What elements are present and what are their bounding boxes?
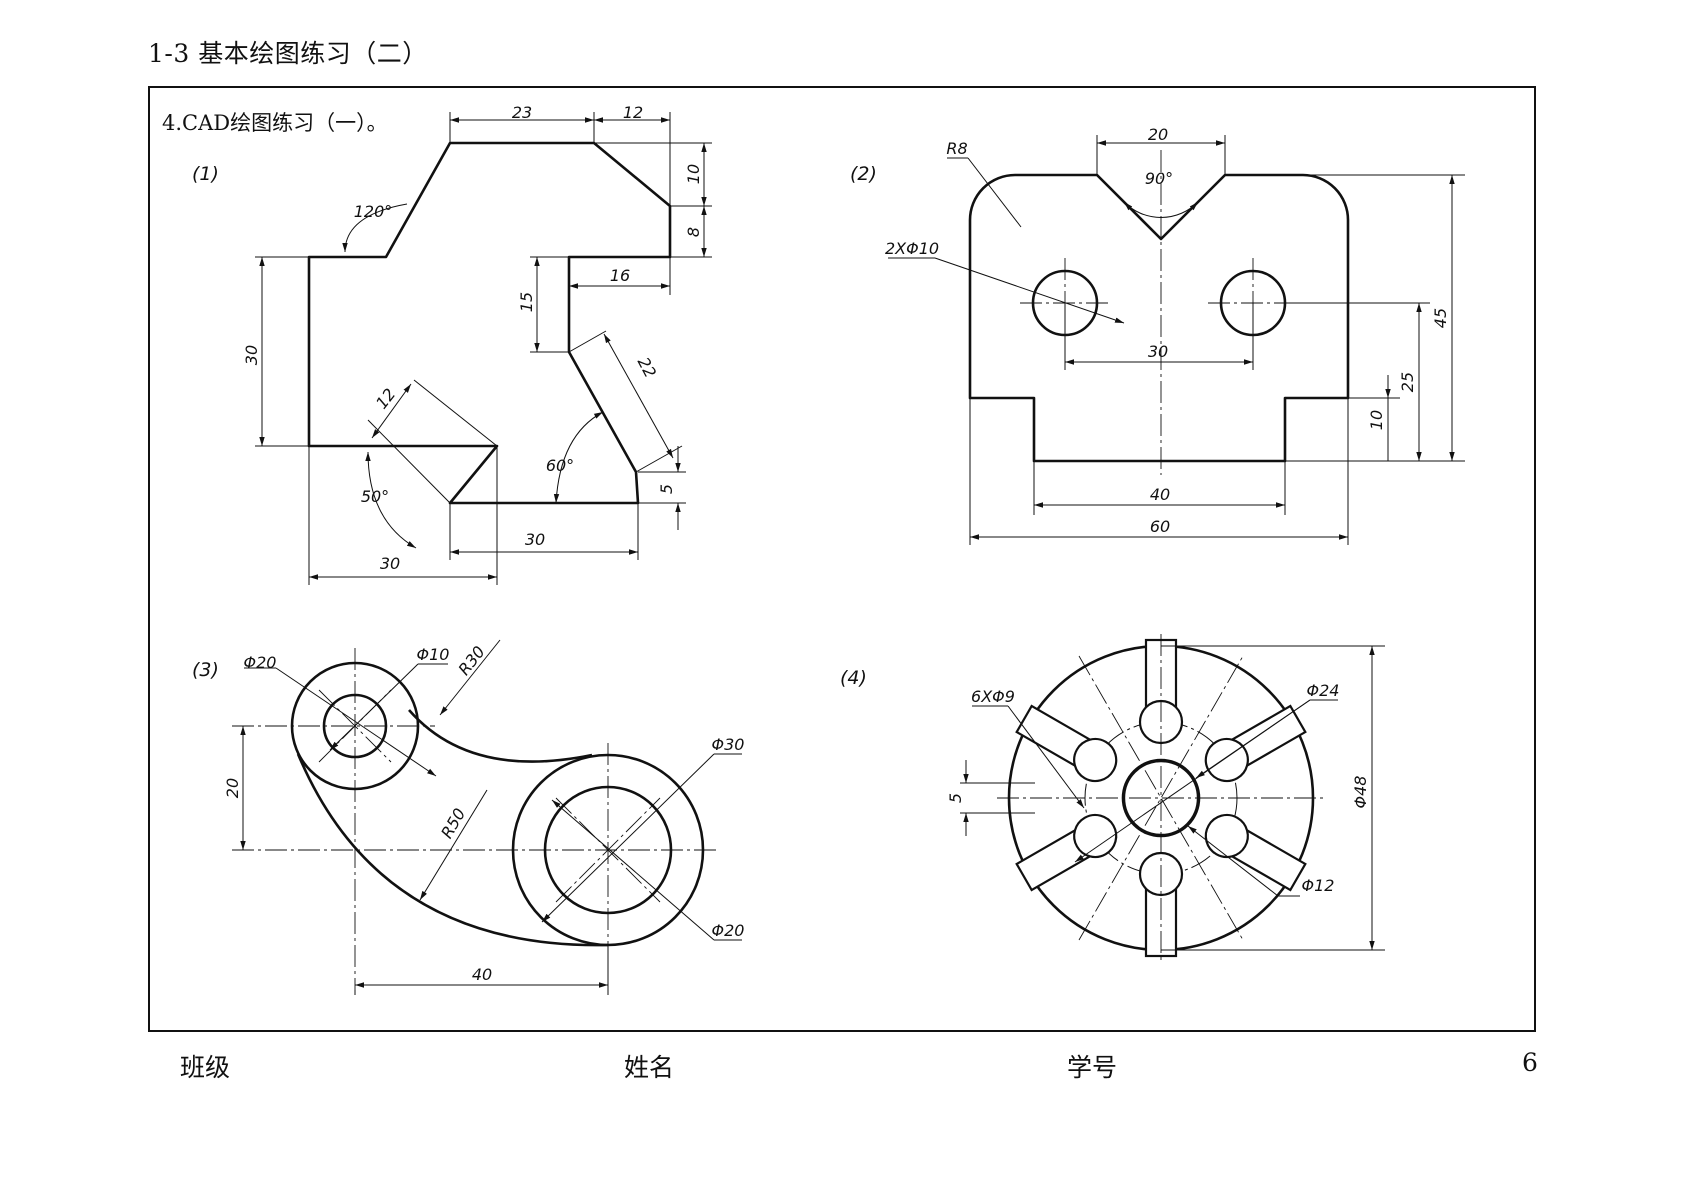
dim-2-40: 40 bbox=[1150, 485, 1170, 504]
dim-1-30-bottom: 30 bbox=[525, 530, 545, 549]
dim-3-phi10: Φ10 bbox=[417, 645, 450, 664]
dim-3-phi20: Φ20 bbox=[244, 653, 277, 672]
dim-1-23: 23 bbox=[512, 103, 532, 122]
task-title: 4.CAD绘图练习（一）。 bbox=[162, 111, 388, 135]
dim-2-30: 30 bbox=[1148, 342, 1168, 361]
dim-3-r30: R30 bbox=[454, 642, 488, 679]
dim-4-5: 5 bbox=[946, 793, 965, 803]
figure-2-outline bbox=[968, 173, 1350, 463]
dim-2-90deg: 90° bbox=[1145, 169, 1173, 188]
figure-1: (1) bbox=[192, 103, 712, 585]
dim-3-phi20-ring: Φ20 bbox=[712, 921, 745, 940]
figure-2-label: (2) bbox=[850, 163, 877, 185]
page-number: 6 bbox=[1522, 1048, 1538, 1077]
dim-2-25: 25 bbox=[1398, 372, 1417, 392]
dim-3-40: 40 bbox=[472, 965, 492, 984]
dim-1-10: 10 bbox=[684, 164, 703, 184]
dim-1-30-left: 30 bbox=[242, 345, 261, 365]
dim-4-6x-phi9: 6XΦ9 bbox=[971, 687, 1015, 706]
dim-2-45: 45 bbox=[1431, 308, 1450, 328]
name-label: 姓名 bbox=[624, 1053, 675, 1082]
dim-1-30-lower: 30 bbox=[380, 554, 400, 573]
class-label: 班级 bbox=[180, 1053, 231, 1082]
dim-1-5: 5 bbox=[657, 484, 676, 494]
dim-2-10: 10 bbox=[1367, 410, 1386, 430]
dim-1-12-slant: 12 bbox=[372, 385, 400, 413]
dim-3-phi30: Φ30 bbox=[712, 735, 745, 754]
figure-4: (4) 6XΦ9 Φ24 5 bbox=[840, 634, 1385, 962]
dim-1-60deg: 60° bbox=[546, 456, 574, 475]
figure-3-label: (3) bbox=[192, 659, 219, 681]
figure-3-lower-arc bbox=[296, 753, 609, 947]
dim-3-20: 20 bbox=[223, 778, 242, 798]
dim-1-22: 22 bbox=[634, 354, 660, 381]
figure-3: (3) Φ20 Φ10 R30 20 R50 Φ30 Φ20 bbox=[192, 639, 745, 995]
dim-1-16: 16 bbox=[610, 266, 630, 285]
dim-1-15: 15 bbox=[517, 292, 536, 312]
figure-4-label: (4) bbox=[840, 667, 867, 689]
figure-3-upper-arc bbox=[408, 709, 593, 763]
figure-2: (2) 20 R8 90° bbox=[850, 125, 1465, 545]
dim-1-12: 12 bbox=[623, 103, 643, 122]
dim-1-50deg: 50° bbox=[361, 487, 389, 506]
student-id-label: 学号 bbox=[1067, 1053, 1118, 1082]
dim-4-phi24: Φ24 bbox=[1307, 681, 1340, 700]
dim-3-r50: R50 bbox=[437, 805, 469, 842]
dim-2-r8: R8 bbox=[946, 139, 967, 158]
dim-2-2x-phi10: 2XΦ10 bbox=[885, 239, 939, 258]
dim-2-60: 60 bbox=[1150, 517, 1170, 536]
page-title: 1-3 基本绘图练习（二） bbox=[148, 39, 428, 68]
dim-4-phi48: Φ48 bbox=[1351, 776, 1370, 809]
figure-1-outline bbox=[307, 141, 672, 505]
dim-1-120deg: 120° bbox=[354, 202, 393, 221]
dim-4-phi12: Φ12 bbox=[1302, 876, 1335, 895]
dim-2-20: 20 bbox=[1148, 125, 1168, 144]
figure-1-label: (1) bbox=[192, 163, 219, 185]
dim-1-8: 8 bbox=[684, 227, 703, 237]
drawing-frame bbox=[148, 86, 1536, 1032]
